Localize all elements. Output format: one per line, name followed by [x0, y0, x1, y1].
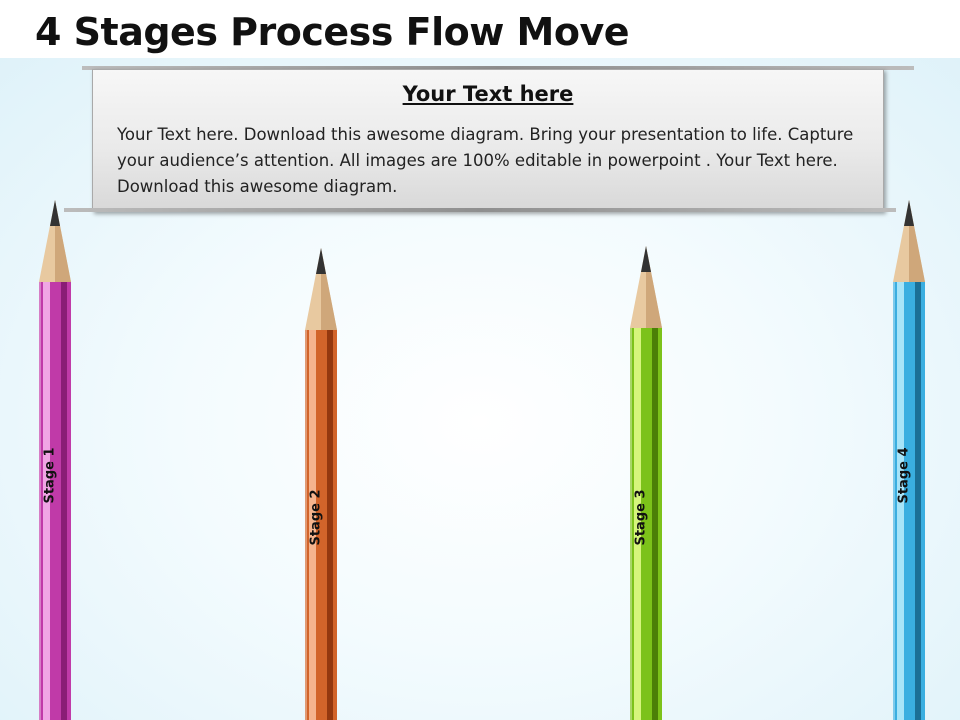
stage-3-label: Stage 3 — [633, 489, 649, 546]
pencil-1-graphic — [39, 200, 71, 720]
pencil-2-graphic — [305, 248, 337, 720]
pencil-stage-2 — [301, 248, 341, 720]
text-box-heading: Your Text here — [402, 82, 574, 106]
pencil-stage-1 — [35, 200, 75, 720]
text-box-bottom-bar — [64, 208, 896, 212]
title-bar: 4 Stages Process Flow Move — [0, 0, 960, 58]
page-title: 4 Stages Process Flow Move — [35, 10, 630, 54]
stage-4-label: Stage 4 — [896, 447, 912, 504]
pencil-stage-3 — [626, 246, 666, 720]
stage-2-label: Stage 2 — [308, 489, 324, 546]
pencil-4-graphic — [893, 200, 925, 720]
text-box-body: Your Text here. Download this awesome di… — [117, 125, 854, 196]
text-box-top-bar — [82, 66, 914, 70]
text-box: Your Text here Your Text here. Download … — [92, 69, 884, 212]
pencil-stage-4 — [889, 200, 929, 720]
pencil-3-graphic — [630, 246, 662, 720]
stage-1-label: Stage 1 — [42, 447, 58, 504]
